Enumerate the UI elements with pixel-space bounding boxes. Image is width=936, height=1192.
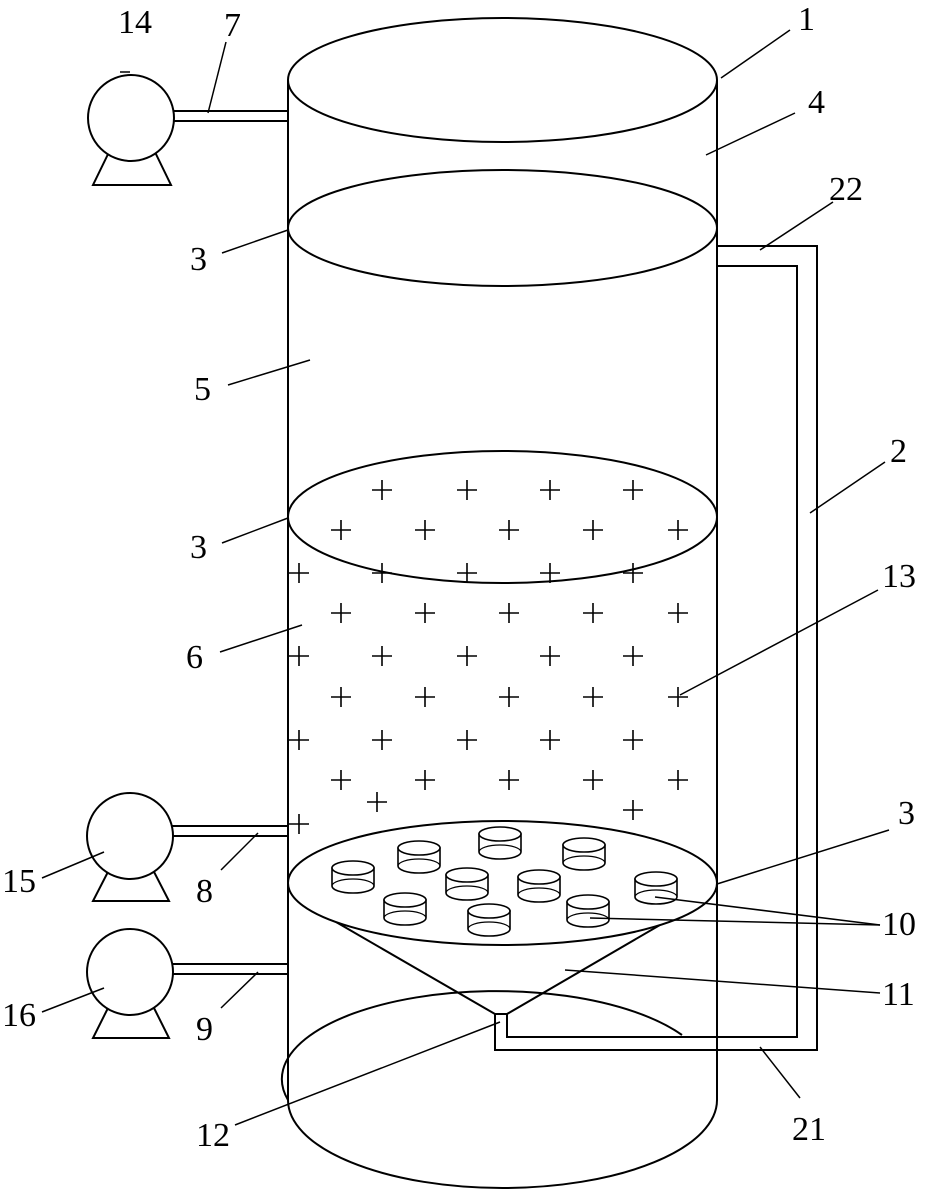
label-22: 22: [829, 171, 863, 208]
packing-cross: [623, 480, 643, 500]
packing-cross: [289, 814, 309, 834]
upper-partition-plate: [287, 169, 718, 287]
packing-cross: [583, 770, 603, 790]
packing-cross: [415, 770, 435, 790]
packing-cross: [540, 730, 560, 750]
label-16: 16: [2, 997, 36, 1034]
packing-cross: [289, 646, 309, 666]
packing-cross: [668, 687, 688, 707]
pipe-9: [172, 963, 288, 975]
pump-16: [86, 928, 174, 1039]
tank-bottom-ellipse: [280, 990, 683, 1101]
packing-cross: [372, 730, 392, 750]
label-9: 9: [196, 1011, 213, 1048]
packing-cross: [583, 603, 603, 623]
packing-cross: [415, 520, 435, 540]
packing-cross: [623, 800, 643, 820]
packing-cross: [457, 480, 477, 500]
packing-cross: [367, 792, 387, 812]
packing-cross: [668, 770, 688, 790]
label-10: 10: [882, 906, 916, 943]
distributor-caps: [331, 826, 678, 937]
label-2: 2: [890, 433, 907, 470]
labels: 1 2 3 3 3 4 5 6 7 8 9 10 11 12 13 14 15 …: [2, 1, 916, 1154]
label-4: 4: [808, 84, 825, 121]
label-5: 5: [194, 371, 211, 408]
distributor-cap: [517, 869, 561, 903]
label-21: 21: [792, 1111, 826, 1148]
packing-cross: [540, 563, 560, 583]
label-1: 1: [798, 1, 815, 38]
packing-cross: [415, 603, 435, 623]
packing-cross: [623, 730, 643, 750]
distributor-cap: [331, 860, 375, 894]
label-14: 14: [118, 4, 152, 41]
pipe-8: [172, 825, 288, 837]
label-11: 11: [882, 976, 915, 1013]
packing-cross: [331, 770, 351, 790]
packing-cross: [623, 646, 643, 666]
packing-cross: [415, 687, 435, 707]
label-6: 6: [186, 639, 203, 676]
distributor-cap: [566, 894, 610, 928]
packing-cross: [668, 603, 688, 623]
middle-partition-plate: [287, 450, 718, 584]
recirculation-pipe: [494, 245, 818, 1051]
packing-cross: [457, 646, 477, 666]
reactor-tank: [287, 17, 718, 1189]
packing-cross: [499, 687, 519, 707]
leader-lines: [41, 29, 890, 1126]
packing-media: [289, 480, 688, 834]
packing-cross: [289, 730, 309, 750]
label-13: 13: [882, 558, 916, 595]
tank-top-ellipse: [287, 17, 718, 143]
distributor-cap: [397, 840, 441, 874]
packing-cross: [668, 520, 688, 540]
packing-cross: [372, 480, 392, 500]
pump-15: [86, 792, 174, 902]
label-3-middle: 3: [190, 529, 207, 566]
pump-14: [87, 74, 175, 186]
packing-cross: [457, 563, 477, 583]
packing-cross: [499, 770, 519, 790]
distributor-cap: [478, 826, 522, 860]
distributor-cap: [467, 903, 511, 937]
label-8: 8: [196, 873, 213, 910]
label-12: 12: [196, 1117, 230, 1154]
packing-cross: [540, 480, 560, 500]
label-3-lower: 3: [898, 795, 915, 832]
packing-cross: [331, 520, 351, 540]
packing-cross: [331, 687, 351, 707]
label-15: 15: [2, 863, 36, 900]
packing-cross: [540, 646, 560, 666]
packing-cross: [499, 603, 519, 623]
settling-funnel: [335, 917, 673, 1015]
distributor-cap: [383, 892, 427, 926]
packing-cross: [457, 730, 477, 750]
packing-cross: [499, 520, 519, 540]
label-3-upper: 3: [190, 241, 207, 278]
packing-cross: [372, 646, 392, 666]
packing-cross: [583, 687, 603, 707]
pipe-7: [174, 110, 288, 122]
packing-cross: [583, 520, 603, 540]
distributor-cap: [562, 837, 606, 871]
packing-cross: [289, 563, 309, 583]
packing-cross: [331, 603, 351, 623]
label-7: 7: [224, 7, 241, 44]
packing-cross: [623, 563, 643, 583]
distributor-cap: [445, 867, 489, 901]
